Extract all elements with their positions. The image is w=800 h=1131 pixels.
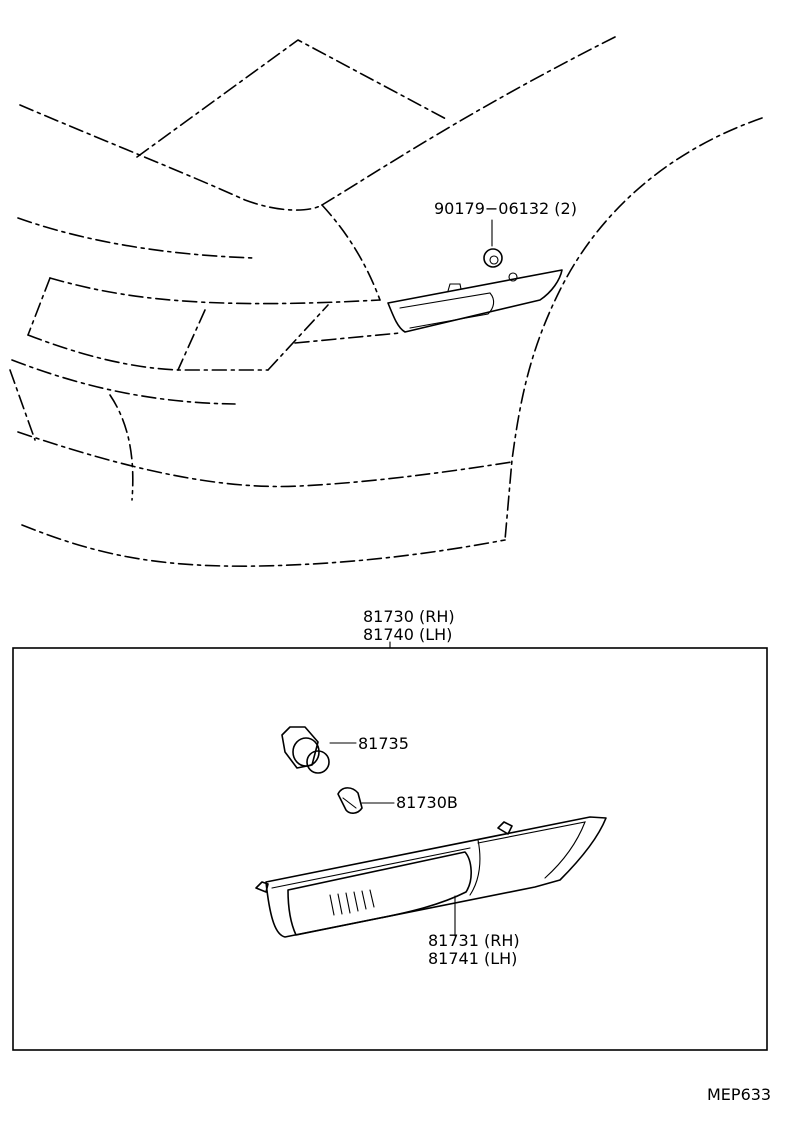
socket-part (281, 726, 357, 774)
car-body-outline (9, 36, 763, 567)
bolt-label: 90179−06132 (2) (434, 199, 577, 218)
lens-lh-label: 81741 (LH) (428, 949, 517, 968)
bolt-part (483, 219, 503, 268)
diagram-code: MEP633 (707, 1085, 771, 1104)
assembly-rh-label: 81730 (RH) (363, 607, 455, 626)
socket-label: 81735 (358, 734, 409, 753)
assembly-lh-label: 81740 (LH) (363, 625, 452, 644)
lens-rh-label: 81731 (RH) (428, 931, 520, 950)
detail-frame (12, 647, 768, 1051)
side-marker-installed (387, 269, 563, 333)
bulb-part (337, 787, 395, 814)
bulb-label: 81730B (396, 793, 458, 812)
lens-part (255, 816, 607, 938)
